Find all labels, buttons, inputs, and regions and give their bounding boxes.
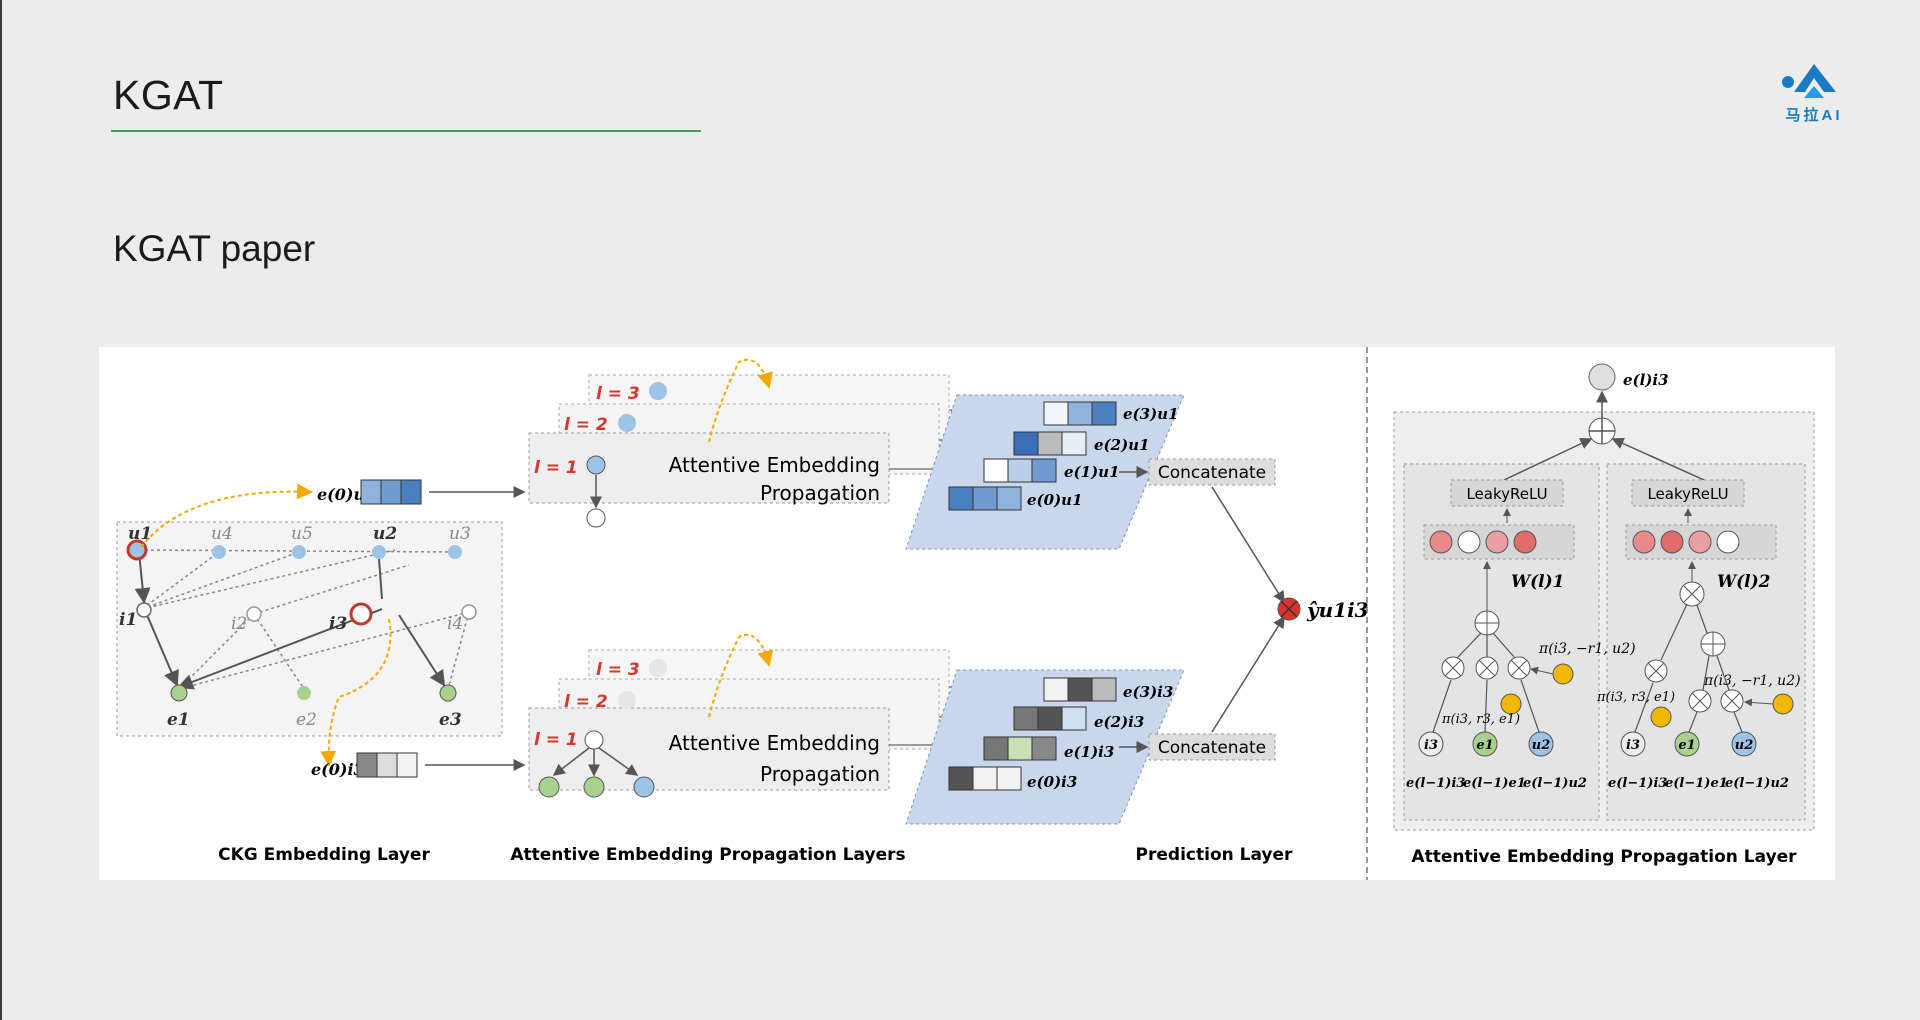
activation-right: LeakyReLU	[1647, 485, 1728, 503]
user-output-1: e(1)u1	[1064, 463, 1120, 481]
logo-mark-icon	[1782, 64, 1836, 98]
label-i4: i4	[447, 614, 463, 634]
item-output-3: e(3)i3	[1123, 683, 1173, 701]
kgat-diagram: u1 u4 u5 u2 u3 i1 i2 i3 i4 e1 e2 e3 e(0)…	[116, 347, 1815, 880]
detail-left-node-e1: e1	[1476, 738, 1493, 753]
brand-logo: 马拉AI	[1774, 52, 1854, 124]
ckg-graph-box	[116, 521, 503, 737]
weight-right: W(l)2	[1717, 572, 1771, 592]
label-i1: i1	[119, 610, 137, 630]
concatenate-top	[1148, 458, 1276, 486]
user-output-3: e(3)u1	[1123, 405, 1179, 423]
detail-right-input-0: e(l−1)i3	[1608, 776, 1667, 791]
label-u2: u2	[373, 524, 397, 544]
caption-propagation-layers: Attentive Embedding Propagation Layers	[510, 845, 905, 865]
label-u3: u3	[449, 524, 471, 544]
label-u1: u1	[128, 524, 152, 544]
slide-subtitle: KGAT paper	[113, 228, 316, 269]
detail-left-input-0: e(l−1)i3	[1406, 776, 1465, 791]
concatenate-bottom-label: Concatenate	[1158, 738, 1266, 758]
detail-right-node-e1: e1	[1678, 738, 1695, 753]
activation-left: LeakyReLU	[1466, 485, 1547, 503]
item-output-0: e(0)i3	[1027, 773, 1077, 791]
slide-left-border	[0, 0, 2, 1020]
attn-right-2: π(i3, −r1, u2)	[1703, 673, 1801, 689]
user-output-2: e(2)u1	[1094, 436, 1150, 454]
node-e2	[297, 686, 311, 700]
user-layer-1: l = 1	[534, 458, 578, 478]
detail-left-node-i3: i3	[1424, 738, 1438, 753]
attn-right-1: π(i3, r3, e1)	[1596, 690, 1675, 705]
user-propagation-label-1: Attentive Embedding	[669, 453, 880, 477]
user-output-0: e(0)u1	[1027, 491, 1083, 509]
caption-propagation-layer-detail: Attentive Embedding Propagation Layer	[1411, 847, 1797, 867]
label-e1: e1	[167, 710, 190, 730]
prediction-output: ŷu1i3	[1306, 598, 1369, 622]
item-layer-3: l = 3	[596, 660, 640, 680]
node-i3	[349, 602, 373, 626]
node-u4	[212, 545, 226, 559]
label-e2: e2	[296, 710, 317, 730]
title-underline	[111, 130, 701, 132]
slide-title: KGAT	[113, 72, 224, 118]
user-propagation-label-2: Propagation	[760, 481, 880, 505]
item-layer-1: l = 1	[534, 730, 578, 750]
label-i3: i3	[329, 614, 347, 634]
label-u4: u4	[211, 524, 233, 544]
detail-left-input-2: e(l−1)u2	[1523, 776, 1587, 791]
node-i1	[136, 602, 152, 618]
caption-ckg: CKG Embedding Layer	[218, 845, 430, 865]
item-propagation-label-1: Attentive Embedding	[669, 731, 880, 755]
item-output-2: e(2)i3	[1094, 713, 1144, 731]
kgat-architecture-figure: u1 u4 u5 u2 u3 i1 i2 i3 i4 e1 e2 e3 e(0)…	[99, 347, 1835, 880]
concatenate-bottom	[1148, 733, 1276, 761]
node-u2	[372, 545, 386, 559]
caption-prediction: Prediction Layer	[1136, 845, 1293, 865]
detail-right-input-1: e(l−1)e1	[1665, 776, 1728, 791]
detail-output-node	[1588, 363, 1616, 391]
detail-left-input-1: e(l−1)e1	[1463, 776, 1526, 791]
logo-text: 马拉AI	[1785, 107, 1843, 124]
node-u3	[448, 545, 462, 559]
item-output-1: e(1)i3	[1064, 743, 1114, 761]
item-propagation-label-2: Propagation	[760, 762, 880, 786]
detail-right-node-u2: u2	[1735, 738, 1754, 753]
item-layer-2: l = 2	[564, 692, 608, 712]
node-u5	[292, 545, 306, 559]
attn-left-1: π(i3, r3, e1)	[1441, 712, 1520, 727]
embedding-vector-item	[356, 752, 418, 778]
weight-left: W(l)1	[1511, 572, 1564, 592]
node-e1	[170, 684, 188, 702]
node-i2	[246, 606, 262, 622]
concatenate-top-label: Concatenate	[1158, 463, 1266, 483]
label-u5: u5	[291, 524, 313, 544]
embedding-vector-user	[360, 479, 422, 505]
label-i2: i2	[231, 614, 247, 634]
detail-output-label: e(l)i3	[1623, 371, 1669, 389]
detail-left-node-u2: u2	[1532, 738, 1551, 753]
user-layer-3: l = 3	[596, 384, 640, 404]
user-layer-2: l = 2	[564, 415, 608, 435]
node-i4	[461, 604, 477, 620]
attn-left-2: π(i3, −r1, u2)	[1538, 641, 1636, 657]
detail-right-node-i3: i3	[1626, 738, 1640, 753]
node-e3	[439, 684, 457, 702]
detail-right-input-2: e(l−1)u2	[1725, 776, 1789, 791]
label-e3: e3	[439, 710, 462, 730]
embedding-label-item: e(0)i3	[311, 760, 365, 779]
